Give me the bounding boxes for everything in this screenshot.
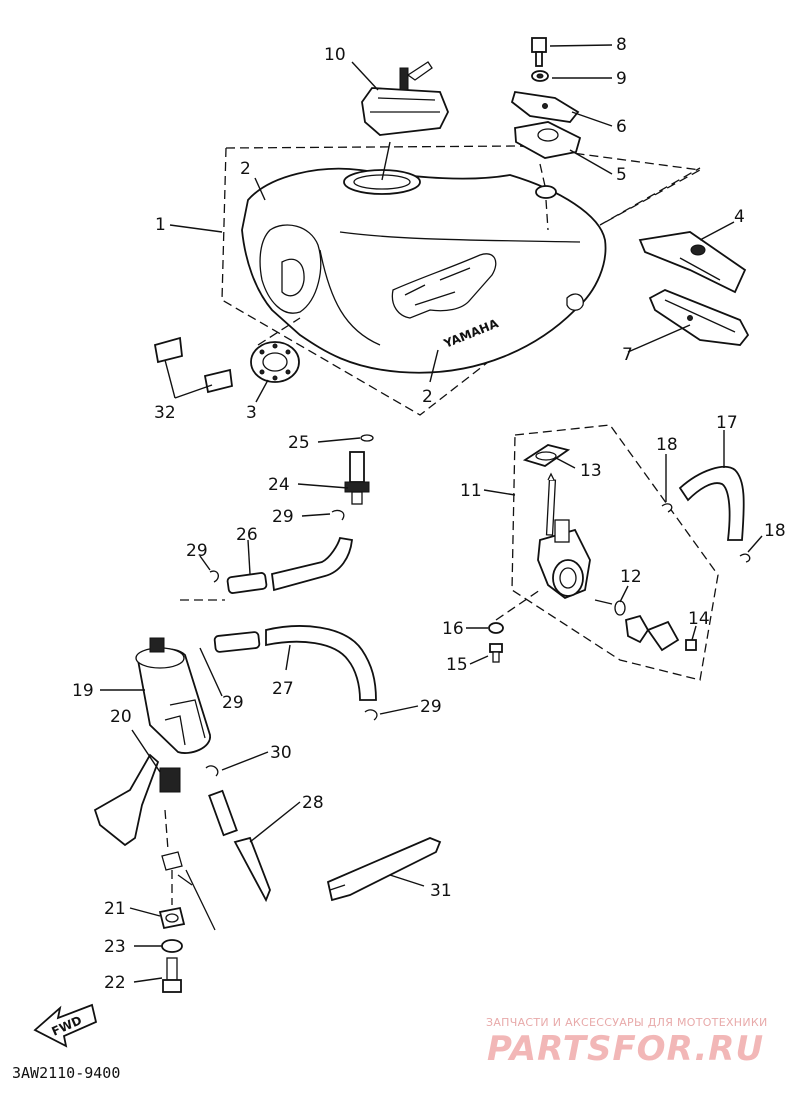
fuel-cock-outline: [511, 424, 719, 681]
part-number-1: 1: [155, 215, 166, 235]
tank-grommet: [535, 185, 557, 199]
clip-29a: [331, 509, 345, 521]
part-number-17: 17: [716, 413, 738, 433]
fuel-tank: YAMAHA: [241, 167, 607, 374]
washer-23: [161, 939, 183, 953]
label-sticker-32: [153, 336, 233, 394]
watermark-tagline: ЗАПЧАСТИ И АКСЕССУАРЫ ДЛЯ МОТОТЕХНИКИ: [486, 1016, 768, 1029]
part-number-24: 24: [268, 475, 290, 495]
washer-16: [488, 622, 504, 634]
bracket-4: [638, 231, 747, 294]
part-number-29c: 29: [222, 693, 244, 713]
part-number-2b: 2: [422, 387, 433, 407]
part-number-14: 14: [688, 609, 710, 629]
damper-5: [514, 121, 582, 159]
part-number-16: 16: [442, 619, 464, 639]
part-number-18b: 18: [764, 521, 786, 541]
part-number-10: 10: [324, 45, 346, 65]
part-number-26: 26: [236, 525, 258, 545]
part-number-11: 11: [460, 481, 482, 501]
clip-29c: [364, 709, 378, 721]
hose-28: [208, 789, 271, 903]
part-number-13: 13: [580, 461, 602, 481]
fitting-24: [344, 451, 370, 505]
clip-25: [360, 434, 374, 442]
fwd-arrow-icon: FWD: [33, 1003, 98, 1048]
part-number-8: 8: [616, 35, 627, 55]
fuel-cock: [537, 472, 591, 600]
diagram-code: 3AW2110-9400: [12, 1064, 121, 1082]
part-number-21: 21: [104, 899, 126, 919]
hose-27-short: [213, 631, 261, 653]
bracket-7: [648, 289, 750, 346]
part-number-18a: 18: [656, 435, 678, 455]
collar-21: [158, 906, 186, 930]
part-number-9: 9: [616, 69, 627, 89]
part-number-25: 25: [288, 433, 310, 453]
part-number-3: 3: [246, 403, 257, 423]
lever-parts: [625, 614, 697, 652]
part-number-30: 30: [270, 743, 292, 763]
part-number-31: 31: [430, 881, 452, 901]
clip-29b: [209, 570, 219, 583]
part-number-28: 28: [302, 793, 324, 813]
part-number-15: 15: [446, 655, 468, 675]
part-number-23: 23: [104, 937, 126, 957]
clip-18a: [661, 503, 673, 513]
plate-6: [510, 90, 580, 123]
part-number-labels: 1 2 2 3 4 5 6 7 8 9 10 11 12 13 14 15 16…: [72, 35, 786, 993]
fuel-pump-19: [135, 637, 211, 754]
leader-2b: [429, 349, 439, 383]
part-number-32: 32: [154, 403, 176, 423]
hose-26: [226, 572, 268, 594]
part-number-29d: 29: [420, 697, 442, 717]
fuel-cap: [361, 61, 449, 181]
hose-27: [265, 625, 377, 701]
bolt-15: [489, 643, 503, 663]
bolt-8: [531, 37, 547, 67]
leader-lines: [100, 44, 763, 983]
part-number-29a: 29: [272, 507, 294, 527]
clip-30: [205, 765, 219, 777]
watermark-logo[interactable]: PARTSFOR.RU: [487, 1029, 765, 1069]
hose-17: [678, 466, 745, 541]
clip-18b: [739, 553, 751, 563]
part-number-5: 5: [616, 165, 627, 185]
part-number-4: 4: [734, 207, 745, 227]
leader-2a: [254, 177, 266, 201]
gasket-13: [522, 444, 571, 467]
bracket-20: [93, 753, 181, 847]
part-number-6: 6: [616, 117, 627, 137]
part-number-12: 12: [620, 567, 642, 587]
band-31: [326, 837, 442, 902]
damper-3: [250, 341, 300, 383]
part-number-20: 20: [110, 707, 132, 727]
hose-26-upper: [271, 536, 353, 592]
part-number-2a: 2: [240, 159, 251, 179]
frame-mount: [161, 851, 216, 931]
part-number-27: 27: [272, 679, 294, 699]
part-number-7: 7: [622, 345, 633, 365]
part-number-29b: 29: [186, 541, 208, 561]
part-number-19: 19: [72, 681, 94, 701]
bolt-22: [162, 957, 182, 993]
part-number-22: 22: [104, 973, 126, 993]
washer-9: [531, 70, 549, 82]
